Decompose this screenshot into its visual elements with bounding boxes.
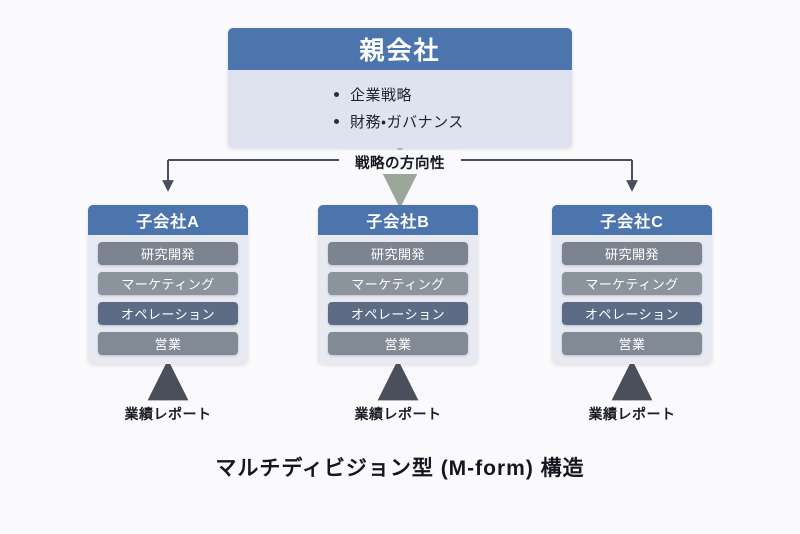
function-row: 営業 (328, 332, 468, 355)
report-label-c: 業績レポート (588, 406, 676, 422)
subsidiary-card-c: 子会社C 研究開発 マーケティング オペレーション 営業 (552, 205, 712, 364)
strategy-direction-label: 戦略の方向性 (339, 151, 461, 174)
list-item: 企業戦略 (228, 81, 572, 108)
list-item-label: 企業戦略 (350, 87, 413, 104)
subsidiary-title-a: 子会社A (88, 205, 248, 235)
function-row: 研究開発 (328, 242, 468, 265)
subsidiary-functions-a: 研究開発 マーケティング オペレーション 営業 (88, 235, 248, 364)
parent-company-title: 親会社 (228, 28, 572, 70)
function-row: オペレーション (562, 302, 702, 325)
report-label-a: 業績レポート (124, 406, 212, 422)
function-row: 研究開発 (562, 242, 702, 265)
report-label-b: 業績レポート (354, 406, 442, 422)
parent-company-responsibilities: 企業戦略 財務・ガバナンス (228, 70, 572, 148)
parent-company-card: 親会社 企業戦略 財務・ガバナンス (228, 28, 572, 148)
function-row: 営業 (562, 332, 702, 355)
subsidiary-functions-c: 研究開発 マーケティング オペレーション 営業 (552, 235, 712, 364)
list-item: 財務・ガバナンス (228, 108, 572, 135)
function-row: マーケティング (562, 272, 702, 295)
function-row: オペレーション (98, 302, 238, 325)
function-row: マーケティング (98, 272, 238, 295)
subsidiary-title-c: 子会社C (552, 205, 712, 235)
list-item-label: 財務・ガバナンス (350, 114, 464, 131)
subsidiary-title-b: 子会社B (318, 205, 478, 235)
subsidiary-functions-b: 研究開発 マーケティング オペレーション 営業 (318, 235, 478, 364)
function-row: オペレーション (328, 302, 468, 325)
function-row: 研究開発 (98, 242, 238, 265)
subsidiary-card-b: 子会社B 研究開発 マーケティング オペレーション 営業 (318, 205, 478, 364)
function-row: マーケティング (328, 272, 468, 295)
bullet-icon (334, 92, 339, 97)
function-row: 営業 (98, 332, 238, 355)
diagram-caption: マルチディビジョン型 (M-form) 構造 (215, 457, 585, 480)
bullet-icon (334, 119, 339, 124)
subsidiary-card-a: 子会社A 研究開発 マーケティング オペレーション 営業 (88, 205, 248, 364)
